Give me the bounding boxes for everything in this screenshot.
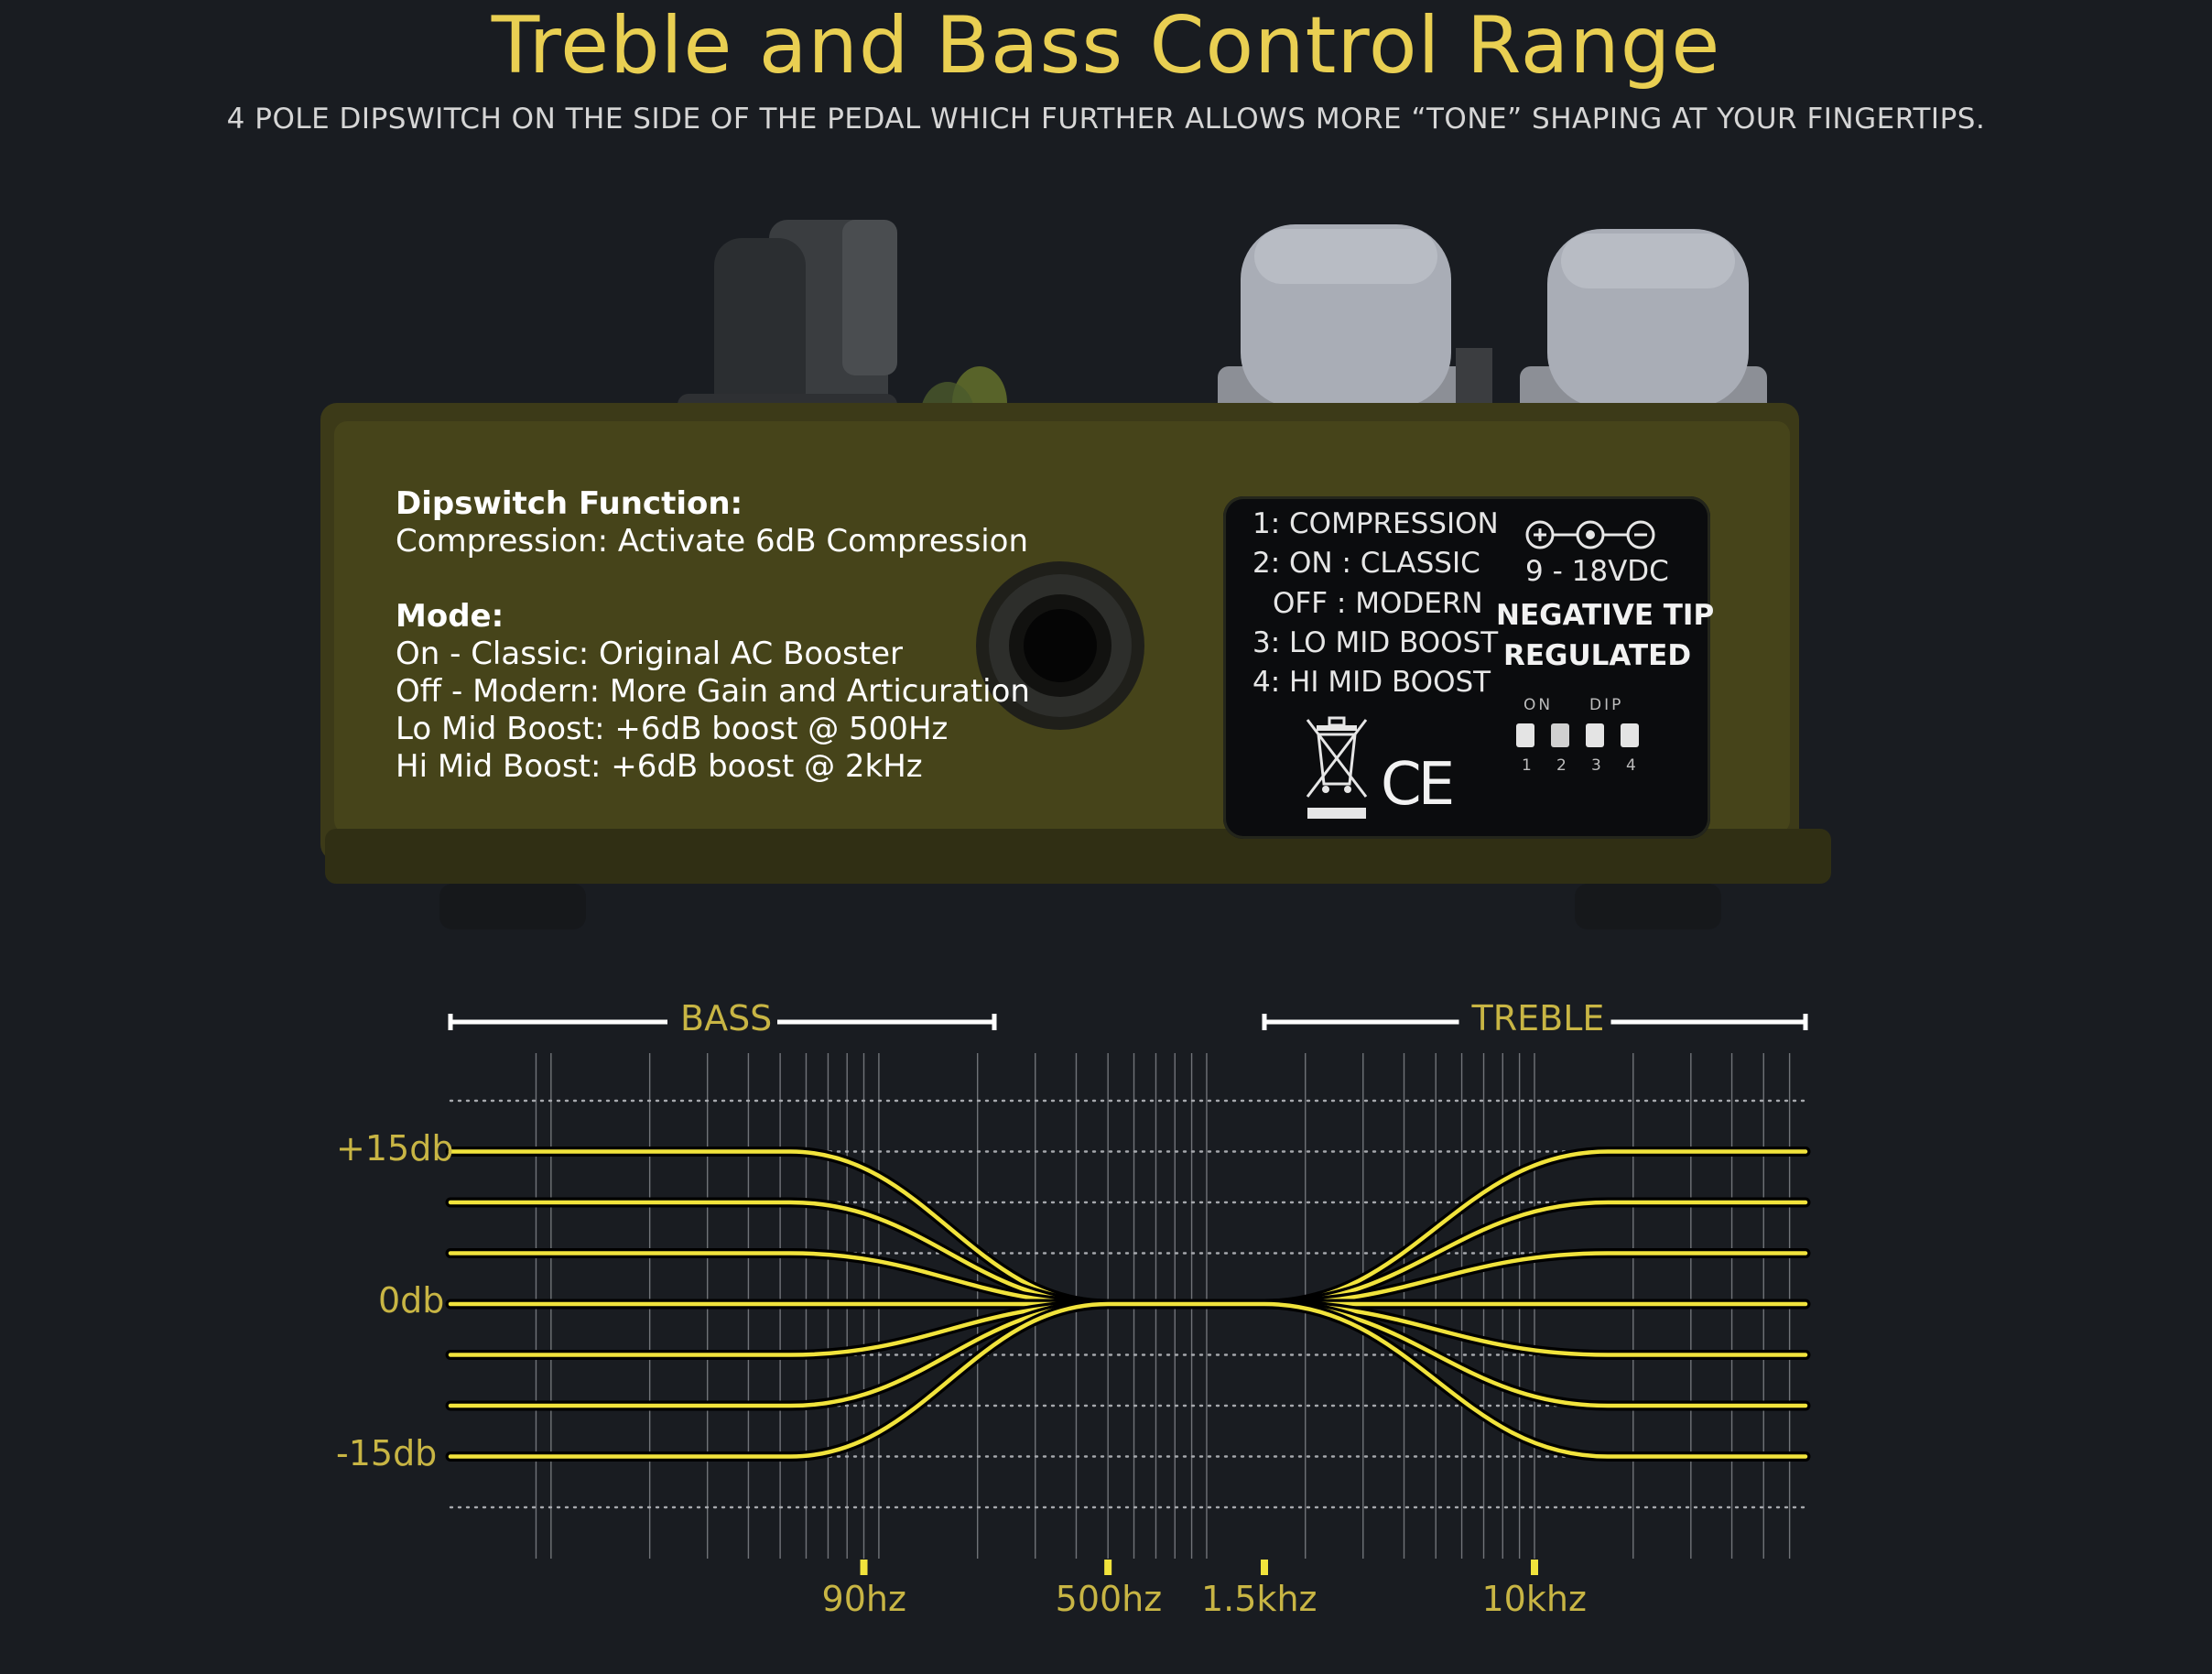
y-tick-label: +15db — [336, 1127, 454, 1169]
dip-switch-bank — [1516, 718, 1654, 749]
plate-regulated: REGULATED — [1503, 639, 1692, 672]
compression-line: Compression: Activate 6dB Compression — [396, 523, 1028, 560]
eq-curve-shadow — [445, 1248, 1811, 1310]
plate-switch-1: 1: COMPRESSION — [1252, 507, 1499, 540]
dip-number: 1 — [1522, 756, 1532, 775]
x-tick-mark — [1104, 1560, 1112, 1575]
mode-line: Lo Mid Boost: +6dB boost @ 500Hz — [396, 711, 949, 747]
y-tick-label: -15db — [336, 1432, 438, 1473]
x-tick-label: 500hz — [1055, 1579, 1163, 1619]
weee-bin-icon — [1306, 716, 1368, 819]
page-title: Treble and Bass Control Range — [491, 0, 1721, 92]
dip-number: 2 — [1556, 756, 1567, 775]
plate-switch-2-off: OFF : MODERN — [1273, 587, 1483, 620]
eq-curve — [448, 1301, 1808, 1459]
treble-band-label: TREBLE — [1471, 998, 1605, 1038]
plate-switch-2: 2: ON : CLASSIC — [1252, 547, 1480, 580]
eq-curve-shadow — [445, 1147, 1811, 1310]
x-tick-label: 90hz — [821, 1579, 906, 1619]
knob-icon — [1520, 229, 1767, 430]
dc-polarity-icon — [1525, 520, 1655, 549]
dip-header-on: ON — [1523, 696, 1554, 714]
eq-curve-shadow — [445, 1299, 1811, 1360]
eq-curve-shadow — [445, 1299, 1811, 1462]
dip-switch-3[interactable] — [1586, 723, 1604, 747]
dip-switch-2[interactable] — [1551, 723, 1569, 747]
x-tick-mark — [1261, 1560, 1268, 1575]
input-jack-icon — [976, 561, 1144, 730]
eq-curve — [448, 1149, 1808, 1307]
dip-number: 3 — [1591, 756, 1601, 775]
x-tick-mark — [860, 1560, 868, 1575]
eq-curve — [448, 1251, 1808, 1307]
plate-switch-3: 3: LO MID BOOST — [1252, 626, 1499, 659]
plate-voltage: 9 - 18VDC — [1525, 555, 1669, 588]
plate-switch-4: 4: HI MID BOOST — [1252, 666, 1491, 699]
x-tick-label: 10khz — [1481, 1579, 1587, 1619]
eq-curve — [448, 1301, 1808, 1357]
mode-line: Off - Modern: More Gain and Articuration — [396, 673, 1030, 710]
dip-header-dip: DIP — [1589, 696, 1624, 714]
mode-line: On - Classic: Original AC Booster — [396, 636, 903, 672]
x-tick-mark — [1531, 1560, 1538, 1575]
mode-heading: Mode: — [396, 598, 504, 635]
y-tick-label: 0db — [378, 1280, 445, 1321]
ce-mark: CE — [1381, 751, 1455, 819]
dipswitch-heading: Dipswitch Function: — [396, 485, 743, 522]
dip-switch-4[interactable] — [1621, 723, 1639, 747]
x-tick-label: 1.5khz — [1201, 1579, 1317, 1619]
label-plate: 1: COMPRESSION 2: ON : CLASSIC OFF : MOD… — [1223, 496, 1714, 839]
plate-polarity: NEGATIVE TIP — [1496, 599, 1715, 632]
page-subtitle: 4 POLE DIPSWITCH ON THE SIDE OF THE PEDA… — [226, 103, 1986, 136]
dip-switch-1[interactable] — [1516, 723, 1534, 747]
bass-band-label: BASS — [680, 998, 773, 1038]
mode-line: Hi Mid Boost: +6dB boost @ 2kHz — [396, 748, 923, 785]
dip-number: 4 — [1626, 756, 1636, 775]
dipswitch-info: Dipswitch Function: Compression: Activat… — [396, 485, 1030, 786]
